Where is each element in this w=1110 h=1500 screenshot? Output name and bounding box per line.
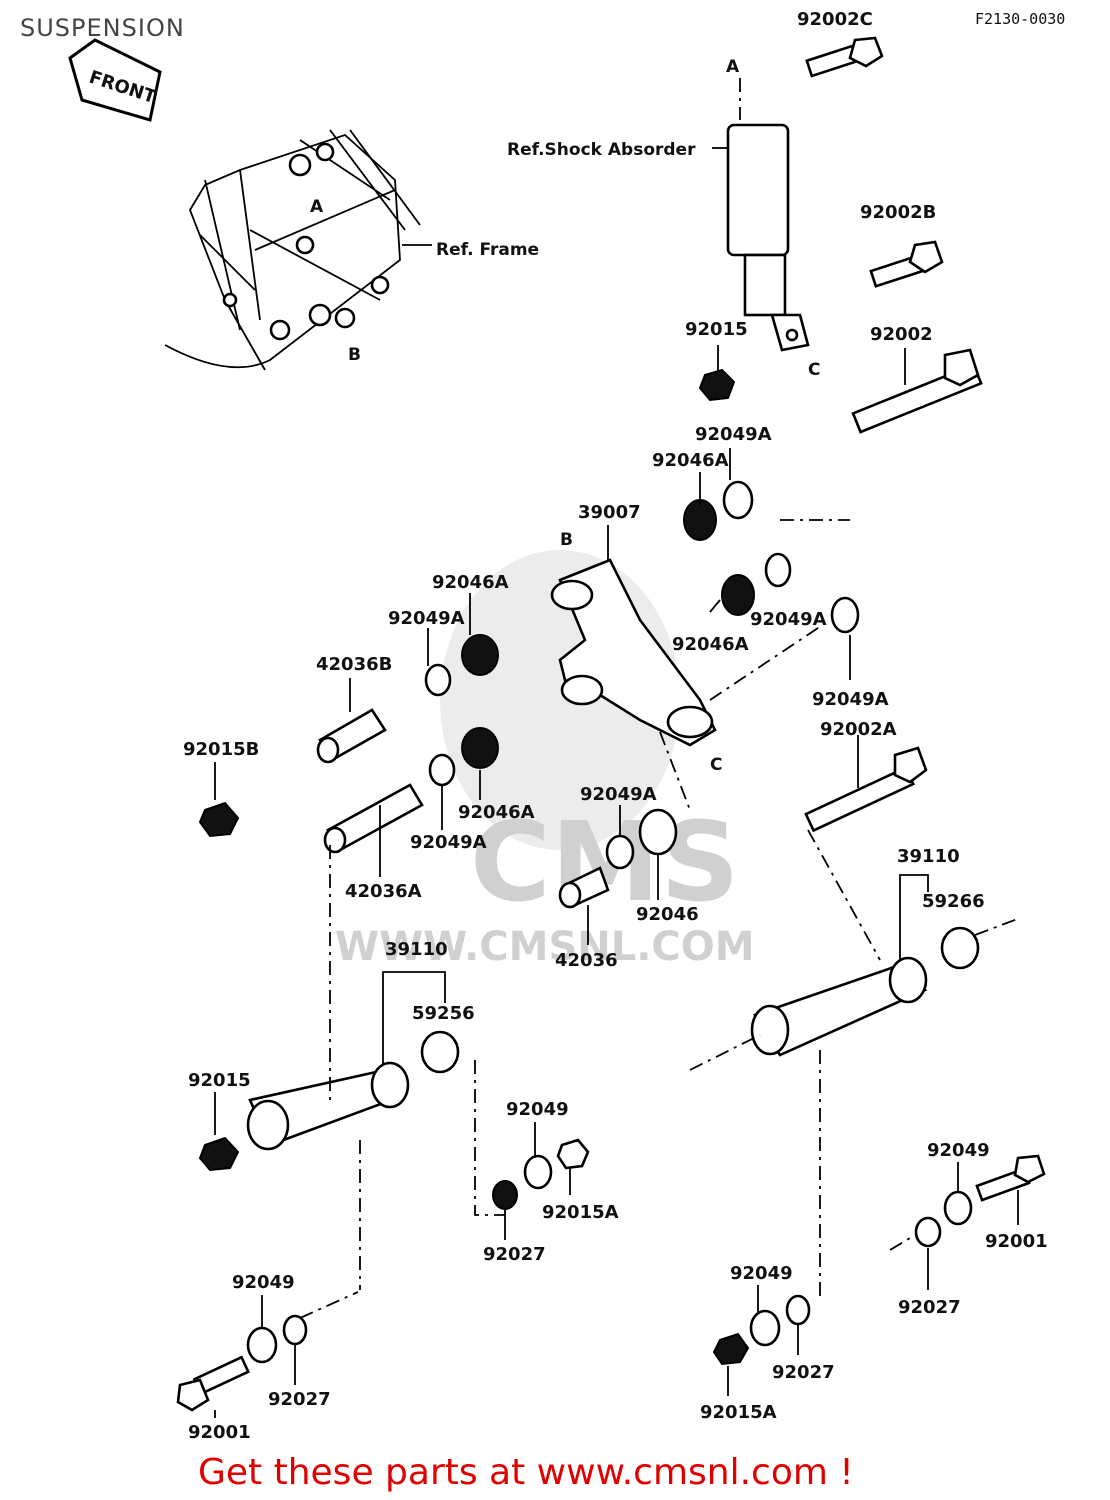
collar-92046 bbox=[638, 808, 678, 856]
label-92046A-1: 92046A bbox=[652, 450, 729, 471]
bushing-59266 bbox=[940, 926, 980, 970]
label-92015-2: 92015 bbox=[188, 1070, 251, 1091]
nut-92015A-1 bbox=[556, 1138, 590, 1170]
label-92049A-4: 92049A bbox=[812, 689, 889, 710]
label-59266: 59266 bbox=[922, 891, 985, 912]
label-92049A-6: 92049A bbox=[580, 784, 657, 805]
leader-lines bbox=[214, 345, 1021, 1418]
nut-92015 bbox=[698, 368, 736, 402]
tie-rod-39110-left bbox=[246, 1061, 410, 1151]
ref-frame: Ref. Frame bbox=[436, 240, 539, 260]
label-92049-4: 92049 bbox=[232, 1272, 295, 1293]
sleeve-42036B bbox=[316, 708, 387, 764]
collar-92027-3 bbox=[785, 1294, 811, 1326]
label-92002A: 92002A bbox=[820, 719, 897, 740]
promo-link[interactable]: Get these parts at www.cmsnl.com ! bbox=[198, 1452, 854, 1493]
collar-92049A-1 bbox=[722, 480, 754, 520]
label-92027-4: 92027 bbox=[268, 1389, 331, 1410]
label-92046: 92046 bbox=[636, 904, 699, 925]
link-39007 bbox=[550, 558, 717, 747]
label-92049-2: 92049 bbox=[927, 1140, 990, 1161]
collar-92049A-2 bbox=[764, 552, 792, 588]
bolt-92002 bbox=[851, 348, 983, 434]
bolt-92002C bbox=[805, 36, 884, 78]
label-92049A-5: 92049A bbox=[410, 832, 487, 853]
label-92027-1: 92027 bbox=[483, 1244, 546, 1265]
bolt-92002A bbox=[804, 746, 928, 833]
ref-c-link: C bbox=[710, 755, 722, 775]
label-39007: 39007 bbox=[578, 502, 641, 523]
ref-a-frame: A bbox=[310, 197, 324, 217]
watermark-url: WWW.CMSNL.COM bbox=[335, 924, 755, 970]
tie-rod-39110-right bbox=[750, 956, 928, 1057]
label-92046A-4: 92046A bbox=[458, 802, 535, 823]
ref-c-shock: C bbox=[808, 360, 820, 380]
collar-92046A-1 bbox=[683, 499, 717, 541]
bolt-92001-left bbox=[176, 1355, 251, 1412]
collar-92027-2 bbox=[914, 1216, 942, 1248]
collar-92049A-4 bbox=[424, 663, 452, 697]
label-92049A-3: 92049A bbox=[750, 609, 827, 630]
bolt-92001-right bbox=[975, 1154, 1046, 1202]
label-92049-1: 92049 bbox=[506, 1099, 569, 1120]
watermark-logo: CMS bbox=[470, 798, 739, 926]
label-59256: 59256 bbox=[412, 1003, 475, 1024]
label-92001-right: 92001 bbox=[985, 1231, 1048, 1252]
label-92049A-2: 92049A bbox=[388, 608, 465, 629]
label-92002: 92002 bbox=[870, 324, 933, 345]
label-92015A-2: 92015A bbox=[700, 1402, 777, 1423]
collar-92027-4 bbox=[282, 1314, 308, 1346]
front-arrow: FRONT bbox=[68, 38, 162, 122]
label-92002B: 92002B bbox=[860, 202, 936, 223]
label-92046A-2: 92046A bbox=[432, 572, 509, 593]
label-92027-2: 92027 bbox=[898, 1297, 961, 1318]
washer-92049-1 bbox=[523, 1154, 553, 1190]
page-title: SUSPENSION bbox=[20, 14, 185, 42]
shock-absorber bbox=[712, 78, 810, 352]
bolt-92002B bbox=[869, 240, 944, 288]
washer-92049-4 bbox=[246, 1326, 278, 1364]
ref-b-link: B bbox=[560, 530, 573, 550]
collar-92046A-4 bbox=[461, 727, 499, 769]
washer-92049-3 bbox=[749, 1309, 781, 1347]
label-39110-left: 39110 bbox=[385, 939, 448, 960]
bushing-59256 bbox=[420, 1030, 460, 1074]
nut-92015-2 bbox=[198, 1136, 240, 1172]
label-92046A-3: 92046A bbox=[672, 634, 749, 655]
washer-92049-2 bbox=[943, 1190, 973, 1226]
collar-92049A-5 bbox=[428, 753, 456, 787]
label-92049A-1: 92049A bbox=[695, 424, 772, 445]
collar-92049A-3 bbox=[830, 596, 860, 634]
collar-92027-1 bbox=[492, 1180, 518, 1210]
ref-a-top: A bbox=[726, 57, 740, 77]
collar-92049A-6 bbox=[605, 834, 635, 870]
diagram-code: F2130-0030 bbox=[975, 10, 1066, 28]
label-42036A: 42036A bbox=[345, 881, 422, 902]
label-92027-3: 92027 bbox=[772, 1362, 835, 1383]
label-92049-3: 92049 bbox=[730, 1263, 793, 1284]
collar-92046A-2 bbox=[721, 574, 755, 616]
label-92015B: 92015B bbox=[183, 739, 259, 760]
sleeve-42036A bbox=[323, 783, 424, 854]
label-92002C: 92002C bbox=[797, 9, 873, 30]
frame bbox=[164, 129, 432, 371]
label-92015: 92015 bbox=[685, 319, 748, 340]
collar-92046A-3 bbox=[461, 634, 499, 676]
label-92015A-1: 92015A bbox=[542, 1202, 619, 1223]
label-39110-right: 39110 bbox=[897, 846, 960, 867]
label-42036: 42036 bbox=[555, 950, 618, 971]
sleeve-42036 bbox=[558, 866, 610, 909]
nut-92015A-2 bbox=[712, 1332, 750, 1366]
label-42036B: 42036B bbox=[316, 654, 392, 675]
ref-b-frame: B bbox=[348, 345, 361, 365]
ref-shock-absorber: Ref.Shock Absorder bbox=[507, 140, 696, 160]
label-92001-left: 92001 bbox=[188, 1422, 251, 1443]
nut-92015B bbox=[198, 801, 240, 838]
